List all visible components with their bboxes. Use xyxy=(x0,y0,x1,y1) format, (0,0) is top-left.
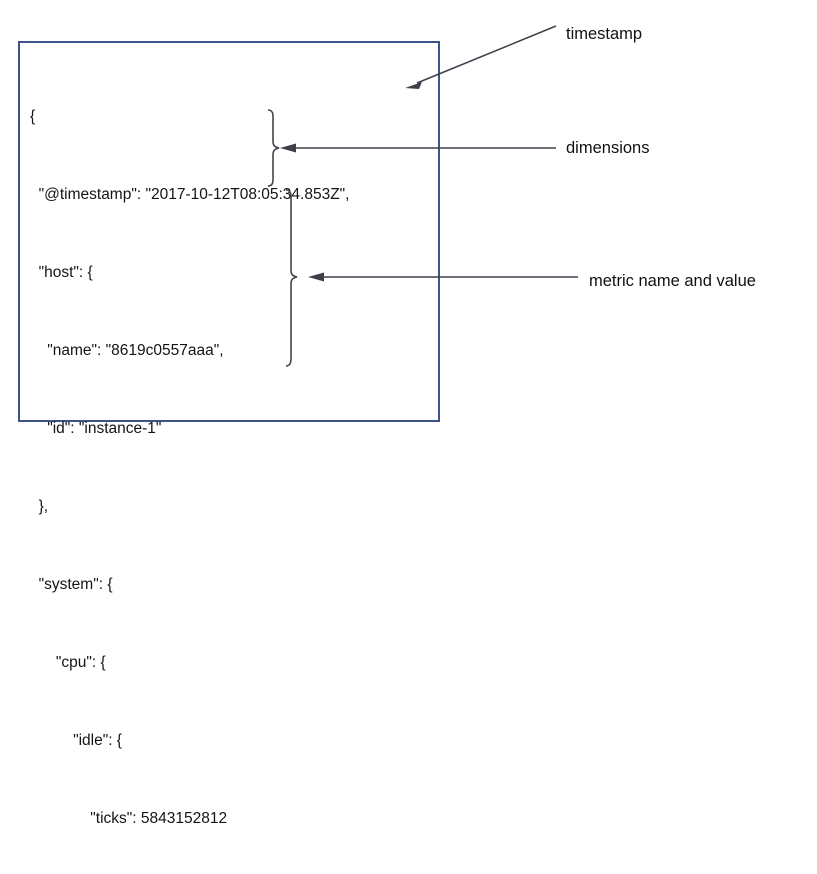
json-line: { xyxy=(30,108,36,125)
diagram-canvas: { "@timestamp": "2017-10-12T08:05:34.853… xyxy=(18,25,756,827)
json-line-timestamp: "@timestamp": "2017-10-12T08:05:34.853Z"… xyxy=(30,186,350,203)
json-line-host-name: "name": "8619c0557aaa", xyxy=(30,342,224,359)
annotation-label-metric: metric name and value xyxy=(589,272,756,290)
json-line-idle-open: "idle": { xyxy=(30,732,122,749)
json-line-system-open: "system": { xyxy=(30,576,113,593)
json-document-text: { "@timestamp": "2017-10-12T08:05:34.853… xyxy=(30,52,350,874)
json-line-cpu-open: "cpu": { xyxy=(30,654,106,671)
annotation-label-dimensions: dimensions xyxy=(566,139,650,157)
json-line-ticks: "ticks": 5843152812 xyxy=(30,810,228,827)
json-document-box: { "@timestamp": "2017-10-12T08:05:34.853… xyxy=(18,41,440,827)
json-line-host-id: "id": "instance-1" xyxy=(30,420,162,437)
json-line-host-close: }, xyxy=(30,498,49,515)
json-line-host-open: "host": { xyxy=(30,264,93,281)
annotation-label-timestamp: timestamp xyxy=(566,25,643,43)
